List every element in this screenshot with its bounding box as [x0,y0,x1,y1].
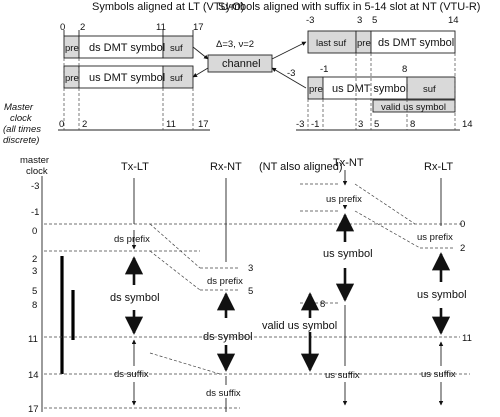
rxlt-symbol: us symbol [417,289,467,301]
col-rx-lt: Rx-LT [424,161,453,173]
ds-pre-label: pre [65,43,79,54]
master-label-1: Master [4,102,34,113]
bc-8: 8 [32,300,37,311]
us-symbol-label: us DMT symbol [89,72,165,84]
txnt-prefix: us prefix [326,194,362,205]
tr-mid-m3: -3 [287,68,295,79]
us-suf-label: suf [170,73,183,84]
rxnt-tick-3: 3 [248,263,253,274]
tick-17: 17 [193,22,204,33]
nt-ds-symbol-label: ds DMT symbol [378,37,454,49]
col-tx-lt: Tx-LT [121,161,149,173]
title-right: Symbols aligned with suffix in 5-14 slot… [218,1,480,13]
bc-14: 14 [28,370,39,381]
valid-us-symbol-label: valid us symbol [381,102,446,113]
ds-suf-label: suf [170,43,183,54]
title-left: Symbols aligned at LT (VTU-O) [92,1,244,13]
channel-label: channel [222,58,261,70]
mc-tick-m3: -3 [296,119,304,130]
col-tx-nt: Tx-NT [333,157,364,169]
bc-m1: -1 [31,207,39,218]
tr-tick-5: 5 [372,15,377,26]
tr-tick-14: 14 [448,15,459,26]
mc-tick-2: 2 [82,119,87,130]
rxnt-suffix: ds suffix [206,388,241,399]
ds-symbol-label: ds DMT symbol [89,42,165,54]
tr-mid-8: 8 [402,64,407,75]
last-suf-label: last suf [316,38,346,49]
mc-tick-14: 14 [462,119,473,130]
mc-tick-11: 11 [166,119,176,130]
rxlt-suffix: us suffix [421,369,456,380]
channel-block: Δ=3, ν=2 channel [192,39,307,89]
bc-2: 2 [32,254,37,265]
rxnt-tick-5: 5 [248,286,253,297]
bc-5: 5 [32,286,37,297]
master-label-2: clock [10,113,33,124]
mc-tick-5: 5 [374,119,379,130]
bottom-timing: master clock -3 -1 0 2 3 5 8 11 14 17 [20,155,472,415]
bottom-clock-label-2: clock [26,166,48,177]
tick-0: 0 [60,22,65,33]
nt-ds-pre-label: pre [357,38,371,49]
nt-ds-symbol-box [370,30,456,54]
bc-3: 3 [32,266,37,277]
us-pre-label: pre [65,73,79,84]
col-nt-aligned: (NT also aligned) [259,161,343,173]
valid-us-symbol: valid us symbol [262,320,337,332]
txnt-suffix: us suffix [325,370,360,381]
txnt-symbol: us symbol [323,248,373,260]
tr-tick-3: 3 [357,15,362,26]
nt-us-suf-label: suf [423,84,436,95]
bottom-clock-label-1: master [20,155,49,166]
mc-tick-3: 3 [358,119,363,130]
master-label-4: discrete) [3,135,39,146]
tick-2: 2 [80,22,85,33]
top-right-panel: -3 3 5 14 last suf pre ds DMT symbol -3 … [287,15,459,113]
txlt-symbol: ds symbol [110,292,160,304]
master-clock-top: Master clock (all times discrete) 0 2 11… [3,53,473,146]
bc-17: 17 [28,404,39,415]
rxlt-tick-2: 2 [460,243,465,254]
rxlt-prefix: us prefix [417,232,453,243]
bc-0: 0 [32,226,37,237]
tr-mid-m1: -1 [320,64,328,75]
mc-tick-m1: -1 [311,119,319,130]
mc-tick-0: 0 [59,119,64,130]
col-rx-nt: Rx-NT [210,161,242,173]
txlt-suffix: ds suffix [114,369,149,380]
bc-m3: -3 [31,181,39,192]
nt-us-pre-label: pre [309,84,323,95]
master-label-3: (all times [3,124,41,135]
rxlt-tick-0: 0 [460,219,465,230]
rxlt-tick-11: 11 [462,333,472,344]
top-left-panel: 0 2 11 17 pre ds DMT symbol suf pre us D… [60,22,204,89]
channel-box [207,54,273,73]
tick-11: 11 [156,22,166,33]
tr-tick-m3: -3 [306,15,314,26]
mc-tick-8: 8 [410,119,415,130]
mc-tick-17: 17 [198,119,209,130]
channel-params: Δ=3, ν=2 [216,39,254,50]
bc-11: 11 [28,334,38,345]
rxnt-symbol: ds symbol [203,331,253,343]
txlt-prefix: ds prefix [114,234,150,245]
valid-tick-8: 8 [320,299,325,310]
nt-us-symbol-label: us DMT symbol [332,83,408,95]
rxnt-prefix: ds prefix [207,276,243,287]
